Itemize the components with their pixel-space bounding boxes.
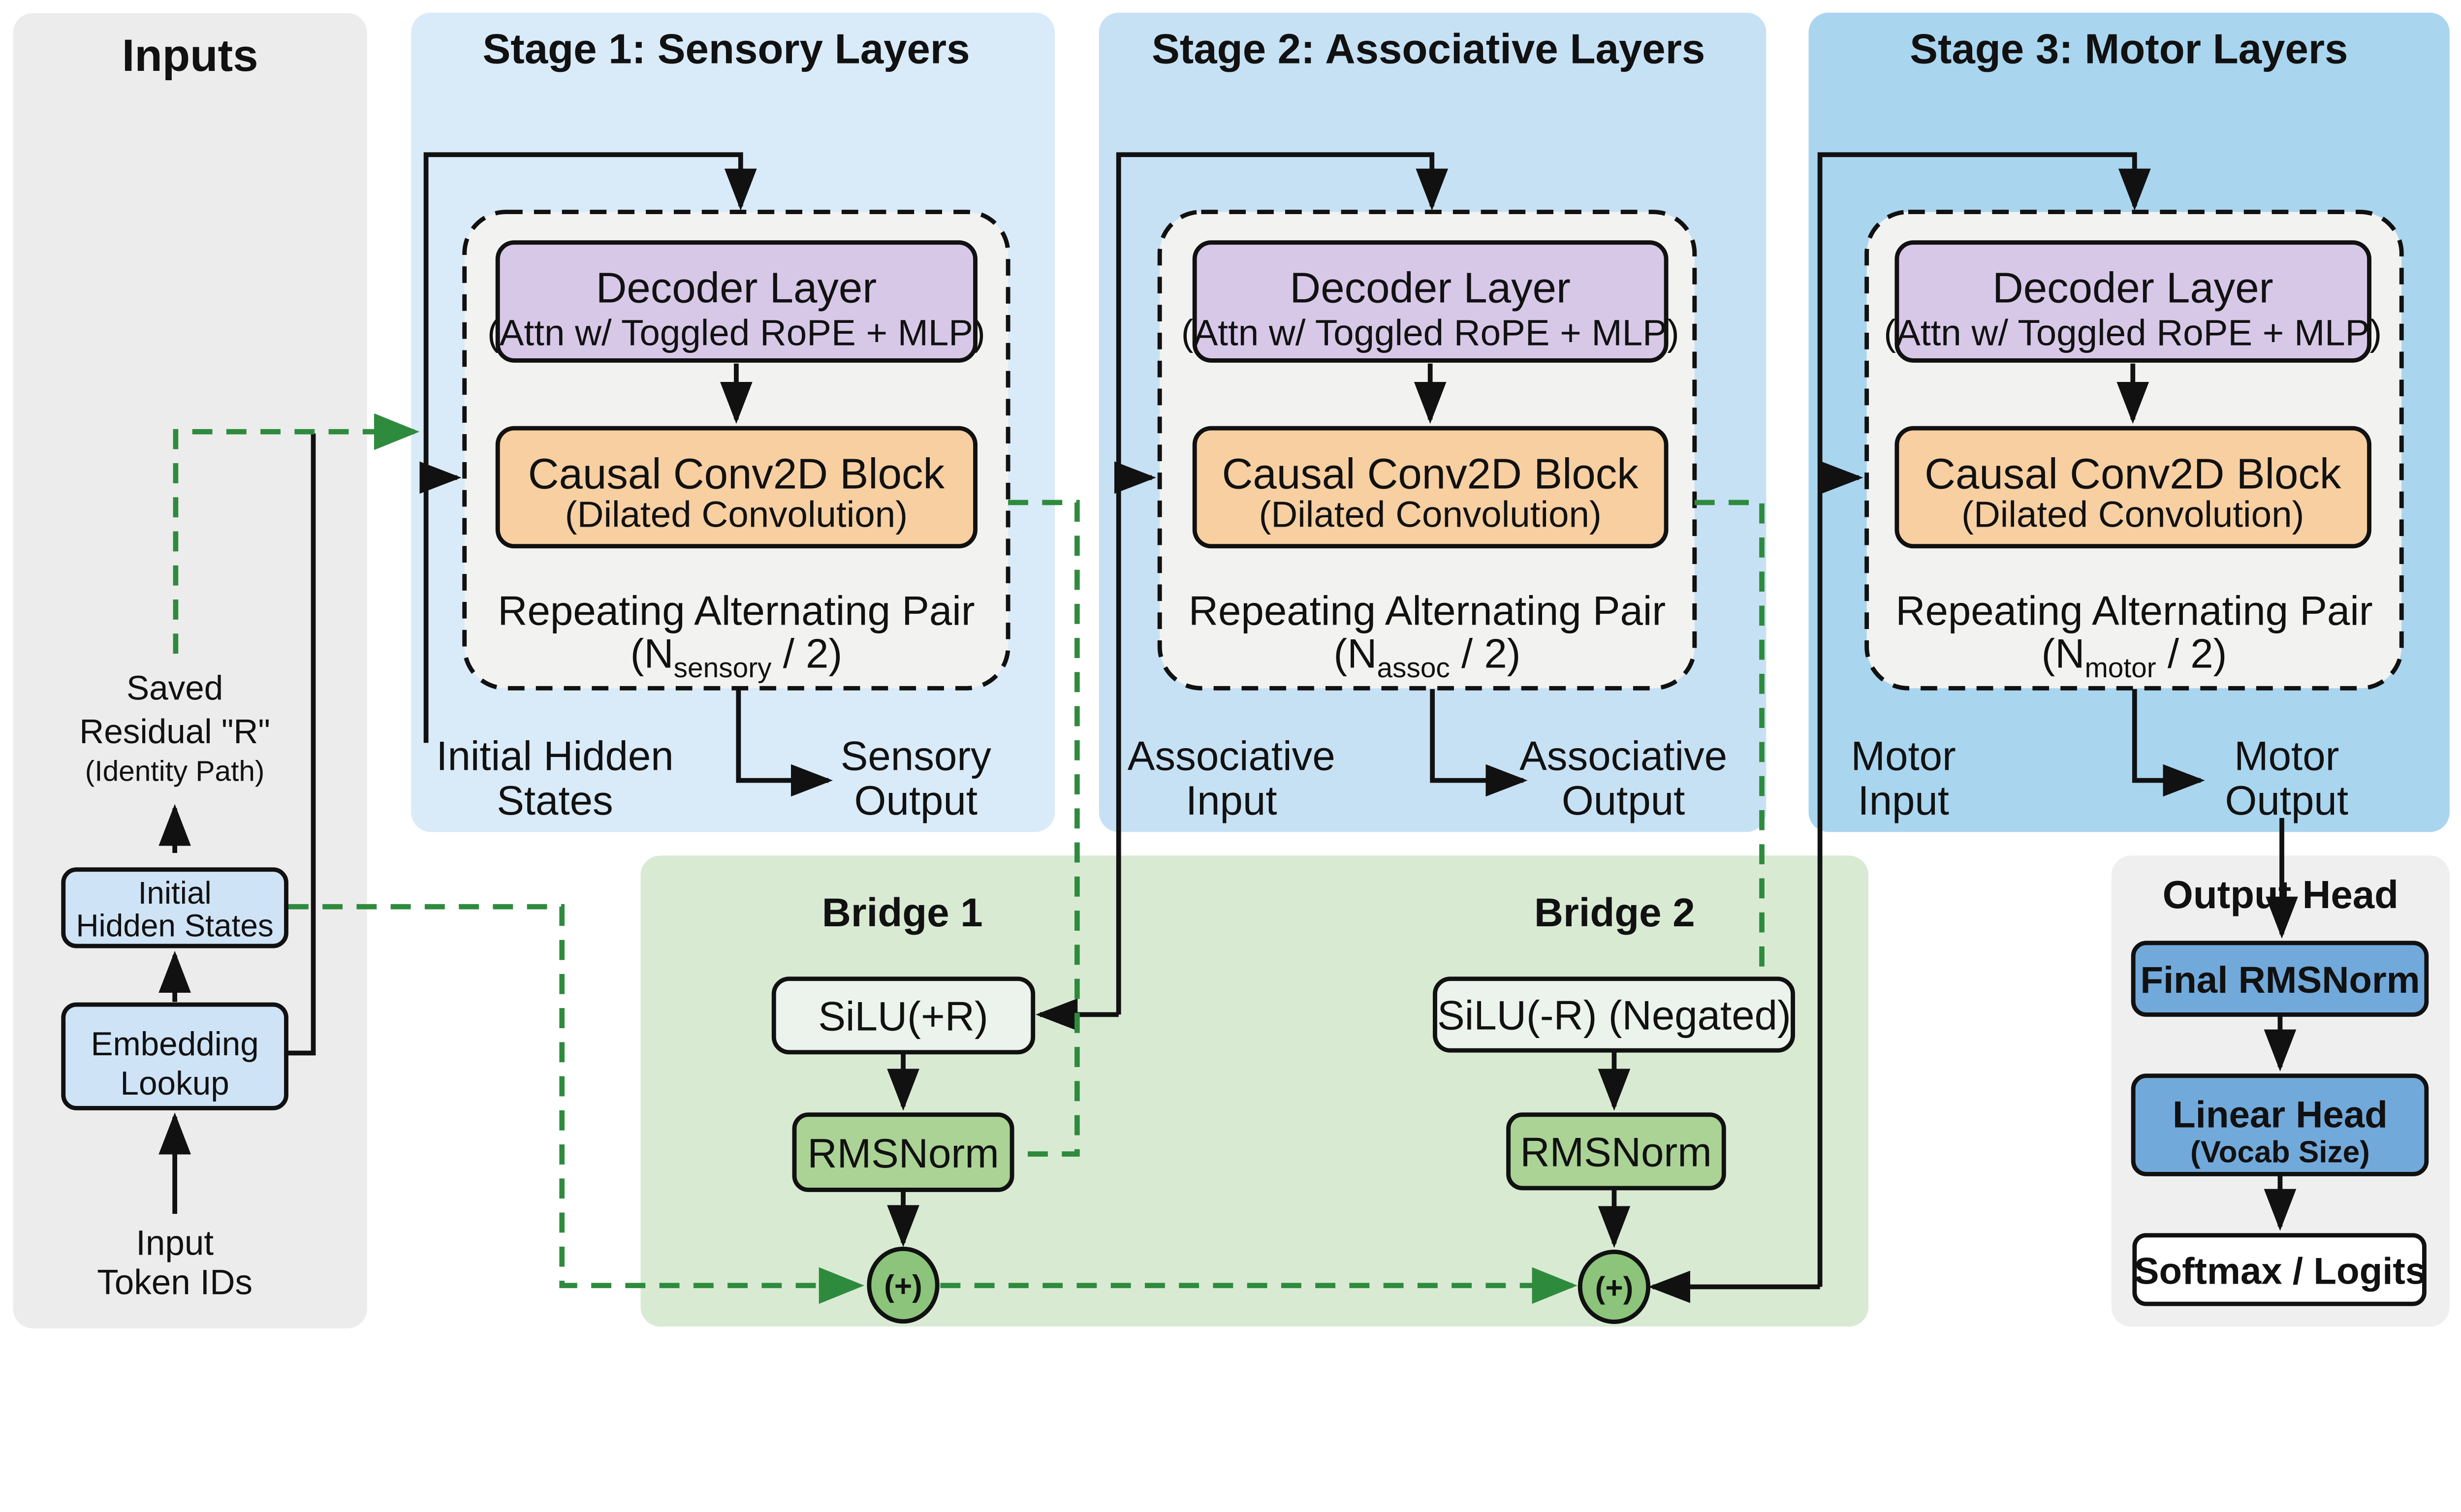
stage1-to-bridge1-norm-path: [1008, 500, 1080, 1157]
stage-1-decoder-title: Decoder Layer: [596, 264, 877, 312]
vocab-size-label: (Vocab Size): [2190, 1135, 2370, 1169]
embedding-lookup-box: [61, 1002, 288, 1110]
final-rmsnorm-label: Final RMSNorm: [2140, 959, 2420, 1001]
stage-3-output-label: Motor: [2234, 732, 2339, 779]
stage-3-output-label: Output: [2225, 777, 2348, 823]
input-token-ids-label: Token IDs: [97, 1263, 252, 1302]
stage-3-conv-sub: (Dilated Convolution): [1961, 494, 2304, 535]
stage2-to-bridge2-silu-path: [1694, 500, 1765, 976]
stage-1-input-label: Initial Hidden: [436, 732, 673, 779]
stage-1-output-arrow: [736, 689, 833, 797]
initial-hidden-states-box: [61, 867, 288, 948]
stage-2-output-arrow: [1430, 689, 1528, 797]
softmax-logits-box: [2132, 1233, 2427, 1306]
stage-3-conv-title: Causal Conv2D Block: [1925, 450, 2341, 498]
stage-1-title: Stage 1: Sensory Layers: [483, 26, 970, 73]
inputs-title: Inputs: [122, 30, 258, 81]
output-head-title: Output Head: [2163, 873, 2398, 916]
stage-2-repeat-label: Repeating Alternating Pair: [1189, 588, 1666, 634]
stage-2-decoder-sub: (Attn w/ Toggled RoPE + MLP): [1181, 312, 1679, 353]
saved-residual-to-stage1-path: [173, 413, 420, 654]
stage-1-conv-box: [495, 426, 978, 549]
initial-hidden-states-text: Initial: [138, 875, 212, 911]
stage-2-decoder-box: [1192, 240, 1669, 363]
saved-residual-label: Residual "R": [79, 712, 270, 751]
stage-2-title: Stage 2: Associative Layers: [1152, 26, 1705, 73]
bridge1-silu-box: [771, 976, 1036, 1055]
stage-2-decoder-title: Decoder Layer: [1290, 264, 1571, 312]
stage-1-input-loop: [423, 152, 757, 743]
final-rmsnorm-box: [2131, 941, 2429, 1017]
initial-hidden-to-plus1-path: [288, 904, 865, 1304]
stage-2-input-label: Associative: [1128, 732, 1335, 779]
bridge2-plus-label: (+): [1595, 1271, 1634, 1305]
diagram-frame: Inputs Saved Residual "R" (Identity Path…: [13, 12, 2450, 1328]
stage-2-repeat-count: (Nassoc / 2): [1333, 630, 1520, 684]
stage-3-conv-box: [1894, 426, 2371, 549]
embedding-lookup-text: Lookup: [120, 1065, 229, 1102]
stage-1-decoder-sub: (Attn w/ Toggled RoPE + MLP): [487, 312, 985, 353]
stage-3-decoder-sub: (Attn w/ Toggled RoPE + MLP): [1884, 312, 2382, 353]
embedding-lookup-text: Embedding: [91, 1026, 258, 1063]
bridge1-plus-label: (+): [884, 1269, 922, 1303]
bridge2-rmsnorm-box: [1506, 1112, 1726, 1191]
stage-3-title: Stage 3: Motor Layers: [1910, 26, 2348, 73]
stage-1-repeat-count: (Nsensory / 2): [631, 630, 843, 684]
stage-2-output-label: Output: [1562, 777, 1685, 823]
bridge2-silu-box: [1433, 976, 1796, 1053]
bridge1-plus-node: [867, 1246, 940, 1324]
bridge2-title: Bridge 2: [1534, 890, 1695, 935]
stage-1-repeat-label: Repeating Alternating Pair: [498, 588, 975, 634]
linear-head-box: [2131, 1073, 2429, 1176]
stage-3-input-label: Motor: [1851, 732, 1956, 779]
stage-3-repeat-label: Repeating Alternating Pair: [1895, 588, 2372, 634]
saved-residual-label: Saved: [126, 668, 223, 707]
bridge2-rmsnorm-label: RMSNorm: [1520, 1129, 1711, 1175]
stage-3-input-loop: [1817, 152, 2151, 1287]
stage-3-decoder-box: [1894, 240, 2371, 363]
stage-2-input-label: Input: [1186, 777, 1277, 823]
initial-hidden-states-text: Hidden States: [76, 908, 273, 944]
stage-3-decoder-title: Decoder Layer: [1992, 264, 2273, 312]
stage-1-decoder-box: [495, 240, 978, 363]
softmax-logits-label: Softmax / Logits: [2134, 1250, 2427, 1292]
stage-1-output-label: Sensory: [841, 732, 991, 779]
stage-2-output-label: Associative: [1519, 732, 1727, 779]
bridge2-silu-label: SiLU(-R) (Negated): [1437, 992, 1791, 1039]
linear-head-label: Linear Head: [2173, 1094, 2388, 1135]
stage-2-input-loop: [1116, 152, 1449, 1015]
input-token-ids-label: Input: [136, 1224, 214, 1263]
architecture-diagram: Inputs Saved Residual "R" (Identity Path…: [13, 12, 2450, 1328]
stage-1-input-label: States: [497, 777, 613, 823]
identity-path-label: (Identity Path): [85, 755, 265, 787]
stage-1-output-label: Output: [854, 777, 978, 823]
stage-3-input-label: Input: [1858, 777, 1949, 823]
embedding-residual-elbow: [287, 433, 316, 1056]
bridge2-plus-node: [1578, 1250, 1651, 1324]
inputs-panel: [13, 13, 367, 1328]
bridge1-rmsnorm-box: [792, 1112, 1014, 1192]
stage-1-conv-sub: (Dilated Convolution): [565, 494, 908, 535]
bridge-panel: [640, 855, 1869, 1327]
stage-2-conv-sub: (Dilated Convolution): [1259, 494, 1602, 535]
stage-2-conv-title: Causal Conv2D Block: [1222, 450, 1639, 498]
stage-3-repeat-count: (Nmotor / 2): [2041, 630, 2227, 684]
stage-1-conv-title: Causal Conv2D Block: [528, 450, 945, 498]
stage-3-output-arrow: [2132, 689, 2205, 797]
stage-2-conv-box: [1192, 426, 1669, 549]
bridge1-title: Bridge 1: [822, 890, 983, 935]
bridge1-rmsnorm-label: RMSNorm: [807, 1130, 999, 1176]
bridge1-silu-label: SiLU(+R): [818, 993, 988, 1039]
